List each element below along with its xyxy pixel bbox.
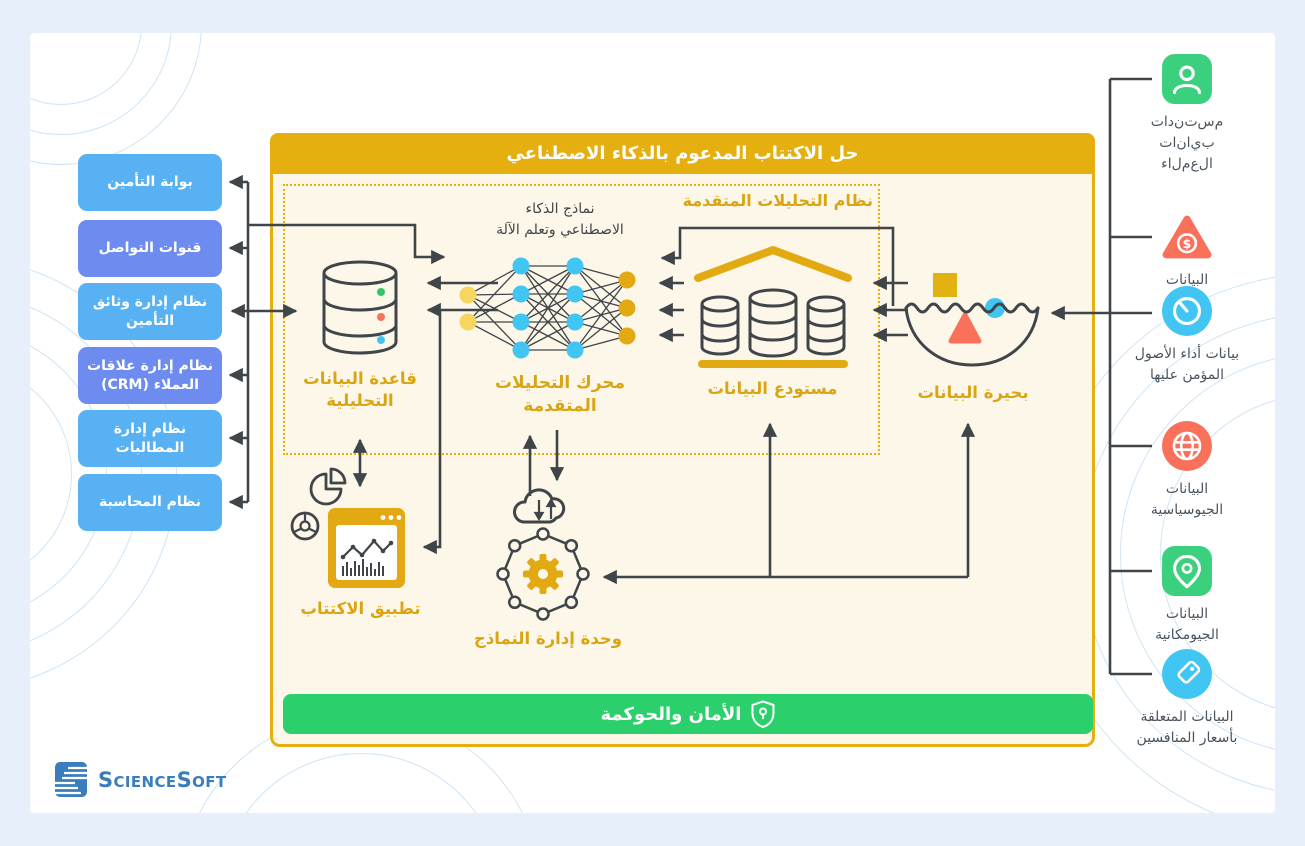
- shield-keyhole-icon: [751, 700, 775, 728]
- ai-ml-models-caption: نماذج الذكاء الاصطناعي وتعلم الآلة: [496, 201, 624, 238]
- advanced-analytics-system-label: نظام التحليلات المتقدمة: [682, 191, 873, 210]
- dollar-triangle-icon: $: [1162, 215, 1212, 259]
- model-management-icon: [496, 488, 590, 621]
- model-management-label: وحدة إدارة النماذج: [473, 629, 623, 648]
- security-governance-label: الأمان والحوكمة: [600, 703, 742, 725]
- solution-title: حل الاكتتاب المدعوم بالذكاء الاصطناعي: [506, 143, 859, 164]
- person-icon: [1162, 54, 1212, 104]
- clock-icon: [1162, 286, 1212, 336]
- cloud-icon: [513, 488, 566, 524]
- sciencesoft-logo: ScienceSoft: [55, 762, 227, 798]
- source-competitor-pricing: البيانات المتعلقة بأسعار المنافسين: [1125, 648, 1249, 749]
- sciencesoft-logo-icon: [55, 762, 87, 797]
- system-policy-administration: نظام إدارة وثائق التأمين: [78, 283, 222, 340]
- system-communication-channels: قنوات التواصل: [78, 220, 222, 277]
- source-label: بيانات أداء الأصول المؤمن عليها: [1134, 346, 1240, 383]
- price-tag-icon: [1162, 649, 1212, 699]
- advanced-analytics-system-boundary: [283, 184, 880, 455]
- svg-text:$: $: [1183, 236, 1192, 251]
- source-label: البيانات الجيوسياسية: [1150, 481, 1224, 518]
- globe-icon: [1162, 421, 1212, 471]
- source-label: ت‌ا‌د‌ن‌ت‌س‌م ت‌ا‌ن‌ا‌ي‌ب ء‌ا‌ل‌م‌ع‌ل‌ا: [1150, 114, 1224, 172]
- analytics-engine-label: محرك التحليلات المتقدمة: [494, 373, 626, 416]
- source-insured-assets-performance: بيانات أداء الأصول المؤمن عليها: [1125, 285, 1249, 386]
- source-customer-documents: ت‌ا‌د‌ن‌ت‌س‌م ت‌ا‌ن‌ا‌ي‌ب ء‌ا‌ل‌م‌ع‌ل‌ا: [1125, 53, 1249, 175]
- source-label: البيانات الجيومكانية: [1155, 606, 1219, 643]
- data-lake-icon: [904, 273, 1040, 367]
- pie-chart-icon: [309, 472, 343, 506]
- map-pin-icon: [1162, 546, 1212, 596]
- data-lake-label: بحيرة البيانات: [917, 383, 1029, 402]
- data-warehouse-icon: [694, 246, 852, 368]
- system-claims-management: نظام إدارة المطالبات: [78, 410, 222, 467]
- security-governance-bar: الأمان والحوكمة: [283, 694, 1093, 734]
- data-warehouse-label: مستودع البيانات: [707, 379, 838, 398]
- sciencesoft-logo-text: ScienceSoft: [98, 768, 227, 792]
- system-crm: نظام إدارة علاقات العملاء (CRM): [78, 347, 222, 404]
- analytics-engine-neural-network-icon: [459, 257, 636, 359]
- underwriting-app-label: تطبيق الاكتتاب: [300, 599, 421, 618]
- source-geopolitical-data: البيانات الجيوسياسية: [1125, 420, 1249, 521]
- analytical-database-icon: [322, 260, 398, 355]
- system-accounting: نظام المحاسبة: [78, 474, 222, 531]
- decorative-arc: [30, 33, 202, 165]
- source-geospatial-data: البيانات الجيومكانية: [1125, 545, 1249, 646]
- system-insurance-portal: بوابة التأمين: [78, 154, 222, 211]
- underwriting-app-icon: [290, 467, 405, 588]
- analytical-database-label: قاعدة البيانات التحليلية: [303, 369, 417, 411]
- solution-title-bar: حل الاكتتاب المدعوم بالذكاء الاصطناعي: [270, 133, 1095, 174]
- source-label: البيانات المتعلقة بأسعار المنافسين: [1136, 709, 1238, 746]
